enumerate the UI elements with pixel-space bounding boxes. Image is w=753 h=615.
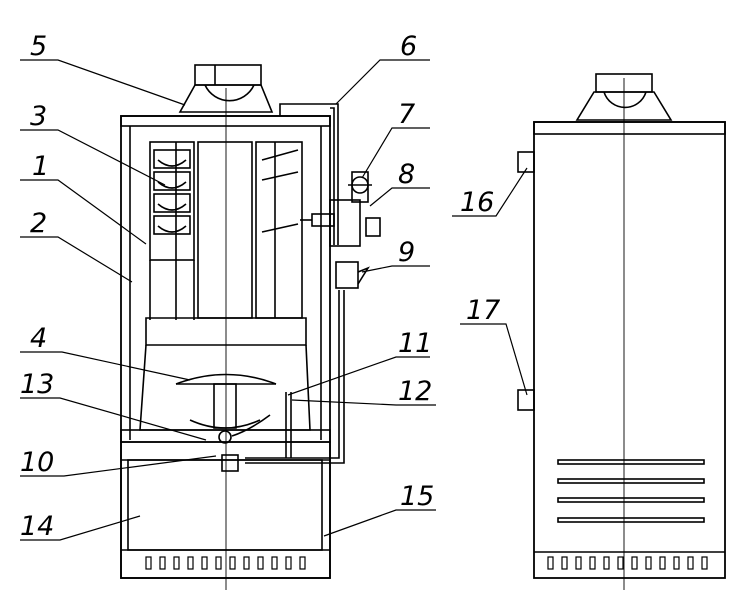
- callout-10: 10: [20, 447, 55, 478]
- callout-5: 5: [30, 31, 48, 62]
- leader-lines: [20, 59, 528, 541]
- callout-2: 2: [30, 208, 48, 239]
- callout-16: 16: [460, 187, 495, 218]
- callout-6: 6: [400, 31, 418, 62]
- callout-13: 13: [20, 369, 55, 400]
- base-vents: [145, 556, 306, 570]
- callout-1: 1: [32, 151, 50, 182]
- gas-valve: [300, 171, 381, 289]
- base-frame: [120, 441, 331, 579]
- section-view: [120, 64, 381, 590]
- side-casing: [533, 121, 726, 579]
- callout-8: 8: [398, 159, 416, 190]
- callout-12: 12: [398, 376, 433, 407]
- louvres: [557, 459, 705, 523]
- gas-pipe: [231, 103, 345, 464]
- callout-3: 3: [30, 101, 48, 132]
- heat-exchanger: [149, 141, 303, 320]
- upper-connection: [517, 151, 535, 173]
- callout-15: 15: [400, 481, 435, 512]
- callout-7: 7: [398, 99, 416, 130]
- outer-casing: [120, 115, 331, 579]
- side-view: [517, 73, 726, 590]
- callout-14: 14: [20, 511, 55, 542]
- callout-9: 9: [398, 237, 416, 268]
- callout-11: 11: [398, 328, 433, 359]
- flue-hood: [178, 64, 274, 113]
- callout-4: 4: [30, 323, 48, 354]
- top-plate: [120, 115, 331, 127]
- burner-nozzle: [221, 454, 239, 472]
- callout-17: 17: [466, 295, 501, 326]
